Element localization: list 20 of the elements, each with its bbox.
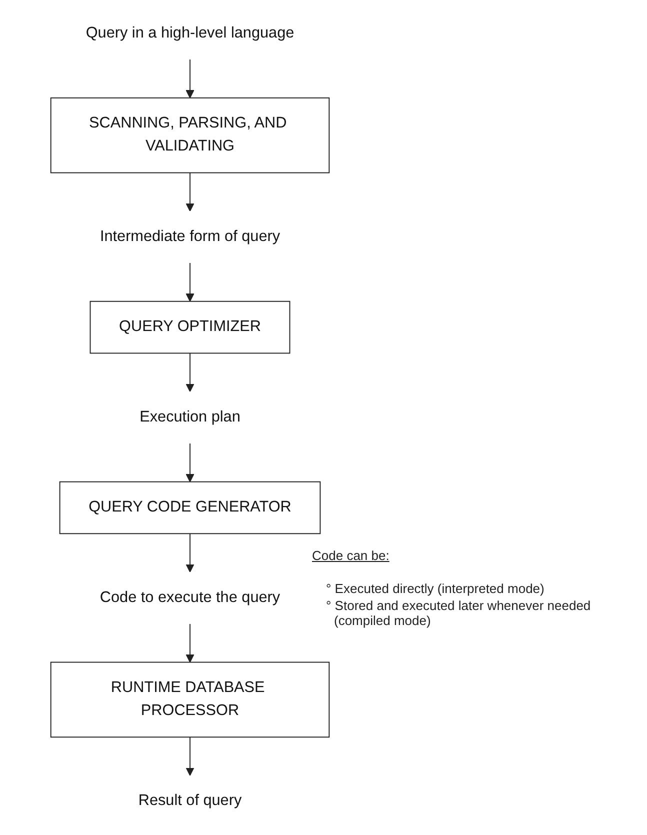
node-text: Intermediate form of query: [100, 228, 280, 245]
node-box: RUNTIME DATABASE PROCESSOR: [50, 662, 330, 738]
arrow: [186, 172, 194, 212]
node-text: Code to execute the query: [100, 589, 280, 606]
node-box: SCANNING, PARSING, AND VALIDATING: [50, 97, 330, 174]
arrow: [186, 623, 194, 663]
node-box: QUERY CODE GENERATOR: [59, 481, 321, 534]
note-item: ° Executed directly (interpreted mode): [326, 581, 546, 596]
arrow: [186, 442, 194, 482]
node-box: QUERY OPTIMIZER: [90, 300, 290, 354]
note-item: ° Stored and executed later whenever needed (compiled mode): [326, 598, 592, 628]
node-text: Execution plan: [140, 408, 240, 426]
arrow: [186, 736, 194, 776]
node-text: Result of query: [138, 792, 242, 810]
node-text: Query in a high-level language: [86, 24, 294, 42]
arrow: [186, 352, 194, 392]
arrow: [186, 262, 194, 302]
arrow: [186, 533, 194, 572]
note-heading: Code can be:: [312, 548, 390, 563]
arrow: [186, 59, 194, 98]
